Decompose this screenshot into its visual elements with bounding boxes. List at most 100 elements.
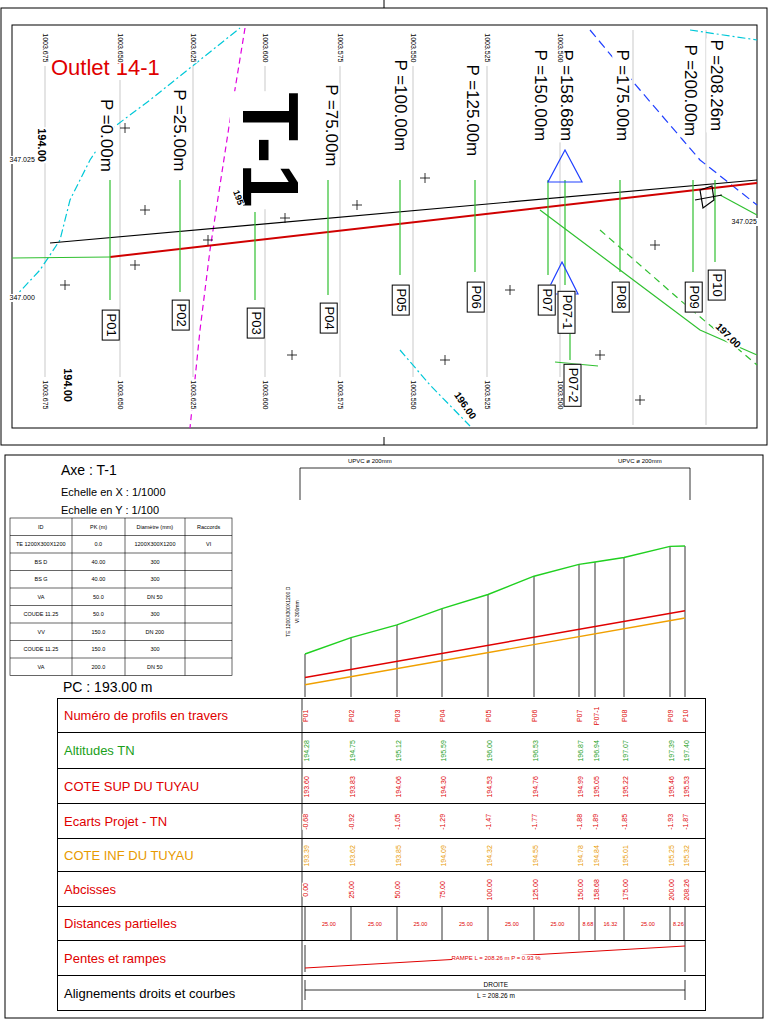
band-value: 25.00 <box>459 921 473 927</box>
profile-box: P10 <box>707 270 725 301</box>
label: COUDE 11.25 <box>23 611 60 617</box>
label: 347.000 <box>9 294 36 302</box>
band-value: 175.00 <box>621 879 629 900</box>
label: P =25.00m <box>169 88 188 172</box>
band-value: 16.32 <box>604 921 618 927</box>
label: 300 <box>150 611 161 617</box>
label: Outlet 14-1 <box>50 56 161 80</box>
band-value: 193.85 <box>394 845 402 866</box>
label: 1003.500 <box>556 32 564 63</box>
band-value: -1.93 <box>667 813 675 829</box>
band-value: P07-1 <box>592 707 600 726</box>
label: 1003.650 <box>116 379 124 410</box>
label: 1003.675 <box>41 379 49 410</box>
label: 0.0 <box>94 541 104 547</box>
band-value: P01 <box>302 710 310 722</box>
band-value: 197.40 <box>682 740 690 761</box>
band-value: 195.53 <box>682 776 690 797</box>
profile-box: P05 <box>391 285 409 316</box>
band-value: 196.87 <box>576 740 584 761</box>
profile-band: Pentes et rampesRAMPE L = 208.26 m P = 0… <box>57 940 706 976</box>
band-value: 196.00 <box>485 740 493 761</box>
band-value: P08 <box>621 710 629 722</box>
label: 150.0 <box>91 629 107 635</box>
label: Echelle en X : 1/1000 <box>60 486 167 498</box>
profile-box: P06 <box>466 282 484 313</box>
band-value: 195.01 <box>621 845 629 866</box>
label: 200.0 <box>91 664 107 670</box>
band-value: -1.87 <box>682 813 690 829</box>
label: 1003.525 <box>483 379 491 410</box>
label: 1003.650 <box>116 32 124 63</box>
label: P =75.00m <box>321 83 340 167</box>
band-value: 196.94 <box>592 740 600 761</box>
profile-box: P08 <box>611 282 629 313</box>
label: COUDE 11.25 <box>23 646 60 652</box>
label: 1003.550 <box>409 32 417 63</box>
band-value: 100.00 <box>485 879 493 900</box>
band-value: P06 <box>531 710 539 722</box>
band-title: Abcisses <box>64 883 116 897</box>
label: TE 1200X300X1200 <box>15 541 67 547</box>
label: 196.00 <box>451 388 479 421</box>
label: 50.0 <box>92 594 105 600</box>
label: P =100.00m <box>391 58 410 152</box>
band-value: -0.92 <box>348 813 356 829</box>
band-value: 194.76 <box>531 776 539 797</box>
band-value: -1.05 <box>394 813 402 829</box>
profile-band: COTE INF DU TUYAU193.39193.62193.85194.0… <box>57 838 706 872</box>
label: TE 1200X300X1200 D <box>286 586 292 638</box>
label: 194.00 <box>62 367 74 403</box>
band-value: 195.32 <box>682 845 690 866</box>
profile-name: P05 <box>393 289 408 312</box>
slope-line <box>305 946 685 968</box>
band-value: 8.68 <box>583 921 594 927</box>
band-title: COTE INF DU TUYAU <box>64 849 194 863</box>
label: 1200X300X1200 <box>134 541 177 547</box>
profile-box: P07-2 <box>563 364 581 407</box>
band-title: Altitudes TN <box>64 744 135 758</box>
profile-name: P04 <box>321 307 336 330</box>
label: P =150.00m <box>531 48 550 142</box>
band-value: -1.88 <box>576 813 584 829</box>
band-value: 193.62 <box>348 845 356 866</box>
profile-box: P07 <box>537 285 555 316</box>
band-value: 194.06 <box>394 776 402 797</box>
label: 300 <box>150 559 161 565</box>
label: PC : 193.00 m <box>62 680 154 695</box>
band-value: 200.00 <box>667 879 675 900</box>
label: VI 300mm <box>294 599 300 624</box>
profile-graph <box>305 546 685 697</box>
band-value: P10 <box>682 710 690 722</box>
profile-name: P07-1 <box>559 295 574 330</box>
profile-box: P03 <box>246 308 264 339</box>
band-value: P07 <box>576 710 584 722</box>
profile-box: P09 <box>684 282 702 313</box>
label: 50.0 <box>92 611 105 617</box>
label: P =200.00m <box>681 43 700 137</box>
band-title: COTE SUP DU TUYAU <box>64 780 199 794</box>
band-value: 208.26 <box>682 879 690 900</box>
band-value: 194.55 <box>531 845 539 866</box>
band-value: 25.00 <box>505 921 519 927</box>
label: UPVC ø 200mm <box>347 458 393 465</box>
band-value: 195.46 <box>667 776 675 797</box>
label: DN 50 <box>146 664 164 670</box>
profile-name: P06 <box>468 286 483 309</box>
label: VV <box>37 629 46 635</box>
band-value: 25.00 <box>641 921 655 927</box>
pipe-bracket <box>300 468 690 500</box>
label: 347.025 <box>9 156 36 164</box>
profile-band: Alignements droits et courbesDROITEL = 2… <box>57 975 706 1011</box>
label: 347.025 <box>731 218 758 226</box>
label: VA <box>37 594 46 600</box>
band-value: 197.39 <box>667 740 675 761</box>
label: 1003.525 <box>483 32 491 63</box>
band-value: P09 <box>667 710 675 722</box>
band-value: 150.00 <box>576 879 584 900</box>
fittings-table <box>10 518 232 676</box>
label: P =125.00m <box>463 63 482 157</box>
label: BS G <box>34 576 49 582</box>
profile-band: Numéro de profils en traversP01P02P03P04… <box>57 698 706 733</box>
band-value: 195.22 <box>621 776 629 797</box>
